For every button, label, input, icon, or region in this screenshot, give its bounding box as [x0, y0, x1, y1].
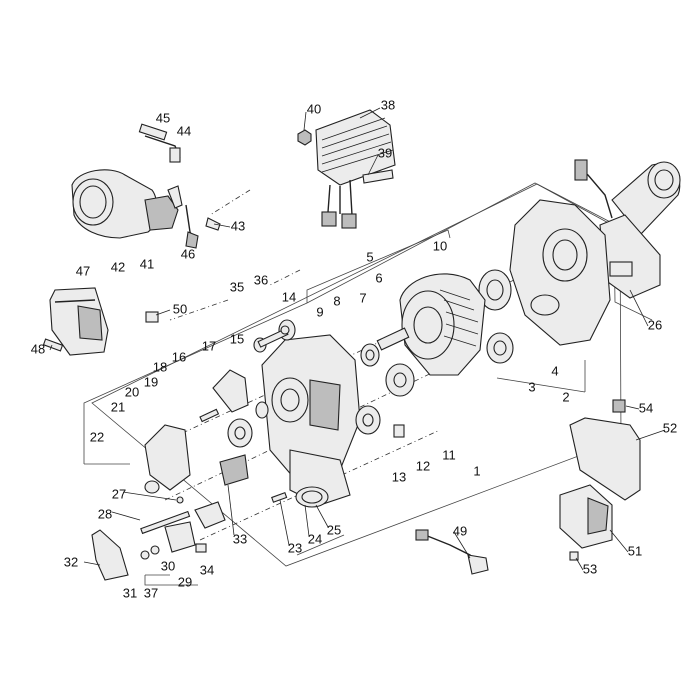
sensor-43 [205, 217, 221, 231]
callout-19: 19 [144, 374, 158, 389]
callout-18: 18 [153, 359, 167, 374]
voltage-regulator [297, 109, 396, 229]
callout-37: 37 [144, 585, 158, 600]
callout-41: 41 [140, 256, 154, 271]
callout-34: 34 [200, 562, 214, 577]
callout-labels: 1234567891011121314151617181920212223242… [31, 97, 677, 600]
callout-42: 42 [111, 259, 125, 274]
callout-30: 30 [161, 558, 175, 573]
callout-2: 2 [562, 389, 569, 404]
callout-46: 46 [181, 246, 195, 261]
callout-6: 6 [375, 270, 382, 285]
callout-17: 17 [202, 338, 216, 353]
callout-40: 40 [307, 101, 321, 116]
assembly-frames [83, 182, 653, 586]
callout-15: 15 [230, 331, 244, 346]
callout-21: 21 [111, 399, 125, 414]
callout-10: 10 [433, 238, 447, 253]
callout-48: 48 [31, 341, 45, 356]
callout-36: 36 [254, 272, 268, 287]
callout-52: 52 [663, 420, 677, 435]
callout-25: 25 [327, 522, 341, 537]
callout-38: 38 [381, 97, 395, 112]
gears [355, 363, 415, 438]
callout-54: 54 [639, 400, 653, 415]
callout-49: 49 [453, 523, 467, 538]
crankcase-left [261, 334, 361, 506]
callout-8: 8 [333, 293, 340, 308]
callout-29: 29 [178, 574, 192, 589]
crankcase-right [478, 199, 611, 364]
callout-39: 39 [378, 145, 392, 160]
callout-5: 5 [366, 249, 373, 264]
throttle-body [71, 123, 199, 249]
callout-24: 24 [308, 531, 322, 546]
callout-14: 14 [282, 289, 296, 304]
callout-4: 4 [551, 363, 558, 378]
callout-43: 43 [231, 218, 245, 233]
ecu-module [42, 287, 159, 356]
gaskets [219, 454, 329, 508]
callout-16: 16 [172, 349, 186, 364]
callout-31: 31 [123, 585, 137, 600]
callout-33: 33 [233, 531, 247, 546]
callout-12: 12 [416, 458, 430, 473]
callout-44: 44 [177, 123, 191, 138]
leader-lines [49, 107, 666, 571]
callout-47: 47 [76, 263, 90, 278]
callout-50: 50 [173, 301, 187, 316]
bolts [140, 325, 290, 535]
callout-32: 32 [64, 554, 78, 569]
callout-1: 1 [473, 463, 480, 478]
sensor-cable-49 [415, 529, 489, 575]
callout-35: 35 [230, 279, 244, 294]
covers [144, 369, 249, 494]
callout-13: 13 [392, 469, 406, 484]
callout-26: 26 [648, 317, 662, 332]
callout-28: 28 [98, 506, 112, 521]
callout-11: 11 [442, 447, 456, 462]
callout-20: 20 [125, 384, 139, 399]
callout-7: 7 [359, 290, 366, 305]
callout-23: 23 [288, 540, 302, 555]
callout-22: 22 [90, 429, 104, 444]
callout-51: 51 [628, 543, 642, 558]
bearings-left [227, 319, 296, 448]
callout-3: 3 [528, 379, 535, 394]
callout-27: 27 [112, 486, 126, 501]
starter-motor [574, 159, 681, 299]
speed-sensor [91, 501, 226, 581]
callout-53: 53 [583, 561, 597, 576]
clutch-drum [335, 273, 486, 378]
callout-9: 9 [316, 304, 323, 319]
callout-45: 45 [156, 110, 170, 125]
control-unit [559, 399, 641, 561]
